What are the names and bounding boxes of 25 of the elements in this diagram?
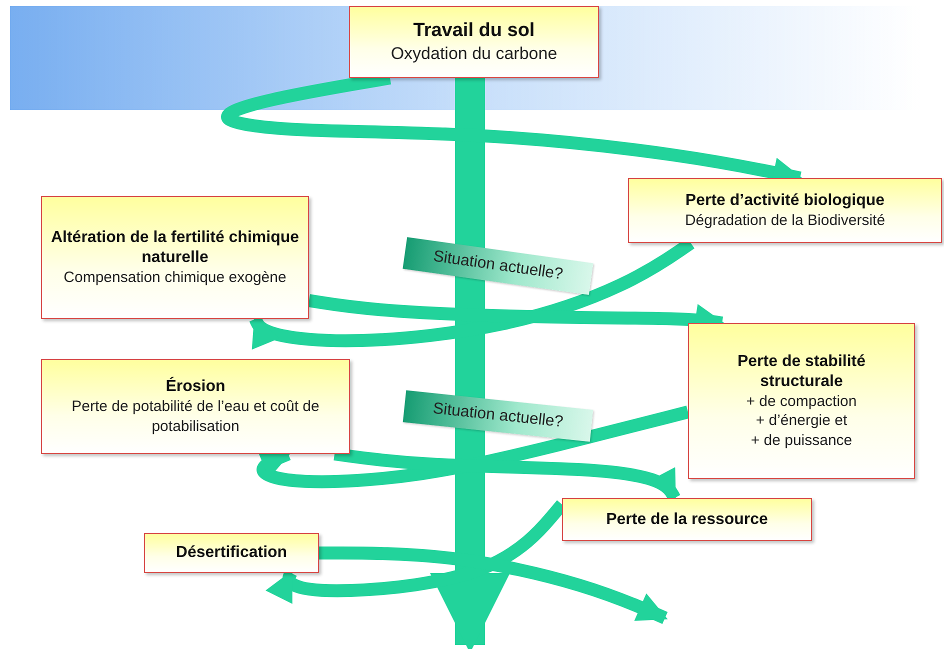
box-text: Compensation chimique exogène <box>62 268 288 288</box>
box-heading: Érosion <box>164 377 226 397</box>
cause-box <box>41 196 309 319</box>
box-text: + d’énergie et <box>754 411 848 431</box>
cause-box <box>628 178 942 243</box>
box-heading: Altération de la fertilité chimique naturelle <box>50 228 300 268</box>
cause-box <box>144 533 319 573</box>
box-heading: Perte d’activité biologique <box>684 190 886 211</box>
spiral-arrow <box>319 546 668 624</box>
cause-box <box>562 498 812 541</box>
box-heading: Désertification <box>174 543 288 563</box>
banner-label: Situation actuelle? <box>402 237 594 295</box>
box-text: Perte de potabilité de l’eau et coût de potabilisation <box>70 397 320 436</box>
spiral-arrow <box>256 406 690 488</box>
cause-box <box>688 323 915 479</box>
box-heading: Perte de stabilité structurale <box>736 352 867 392</box>
box-text: + de puissance <box>750 430 854 450</box>
box-text: Oxydation du carbone <box>390 42 558 65</box>
box-text: Dégradation de la Biodiversité <box>684 210 886 230</box>
cause-box <box>41 359 350 454</box>
banner-label: Situation actuelle? <box>402 390 594 442</box>
box-text: + de compaction <box>745 392 858 412</box>
box-heading: Perte de la ressource <box>605 510 769 530</box>
cause-box <box>349 6 599 78</box>
box-heading: Travail du sol <box>412 19 536 43</box>
